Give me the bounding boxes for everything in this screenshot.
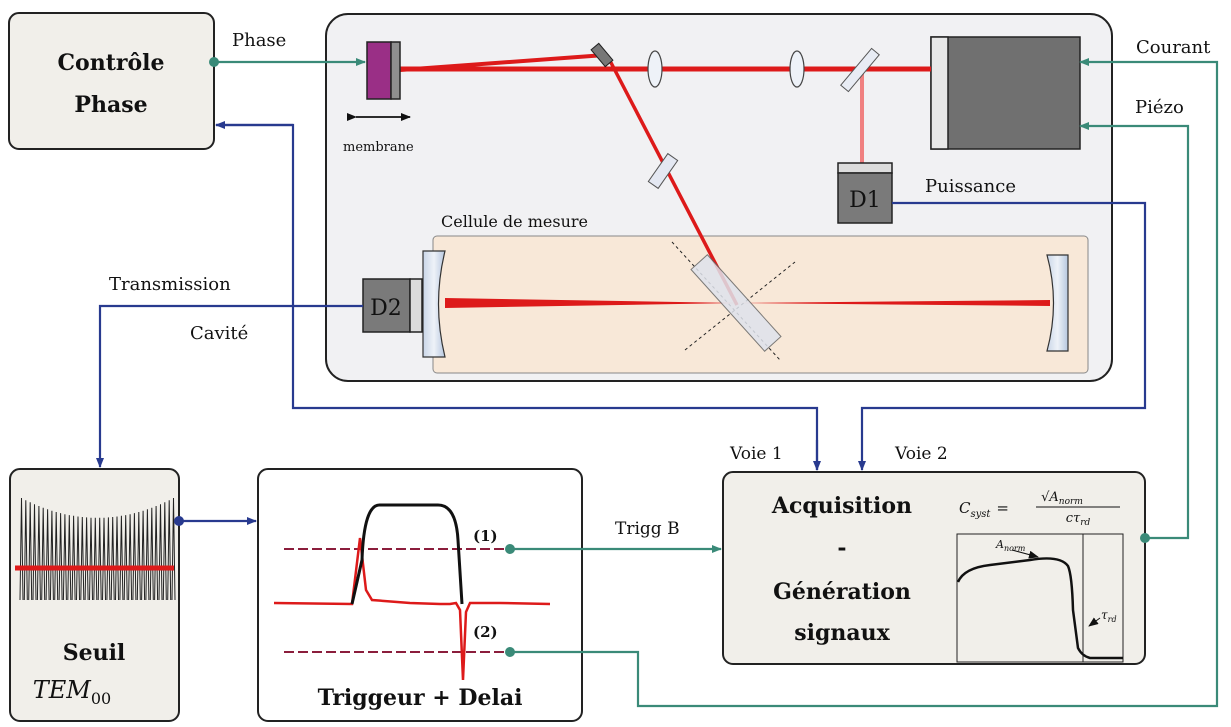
trigg-b-label: Trigg B (615, 519, 680, 539)
control-phase-box (8, 12, 215, 150)
ringdown-anorm-label: Anorm (995, 538, 1026, 553)
trigger-title: Triggeur + Delai (318, 685, 523, 711)
cavity-mirror-right (1046, 254, 1069, 352)
detector-d2-window (409, 278, 423, 333)
svg-text:√Anorm: √Anorm (1041, 490, 1083, 507)
ringdown-tau-arrow (1088, 617, 1101, 627)
detector-d1-window (837, 162, 893, 174)
ringdown-plot (956, 533, 1124, 663)
measurement-cell-label: Cellule de mesure (441, 212, 588, 231)
ringdown-anorm-arrow (1011, 549, 1039, 559)
trigger-black-pulse (350, 503, 464, 605)
voie2-label: Voie 2 (894, 444, 948, 464)
lens-1 (647, 50, 663, 88)
membrane-mirror (366, 41, 392, 100)
detector-d2-label: D2 (370, 296, 402, 321)
trigger-out2-node (505, 647, 515, 657)
voie1-label: Voie 1 (729, 444, 783, 464)
detector-d2 (362, 278, 411, 333)
csyst-formula: Csyst= √Anorm cτrd (959, 490, 1120, 528)
laser-source (930, 36, 1081, 150)
puissance-line (858, 201, 1147, 471)
phase-label: Phase (232, 30, 286, 51)
seuil-mode: TEM00 (33, 676, 111, 708)
ringdown-tau-label: τrd (1101, 608, 1117, 624)
control-phase-title-1: Contrôle (58, 50, 165, 76)
acquisition-line-4: signaux (794, 620, 890, 646)
detector-d1-label: D1 (849, 188, 881, 213)
control-phase-title-2: Phase (74, 92, 147, 118)
courant-label: Courant (1136, 37, 1211, 58)
svg-text:Csyst=: Csyst= (959, 499, 1009, 520)
steering-mirror (590, 42, 614, 68)
transmission-label: Transmission (109, 274, 231, 295)
cavite-label: Cavité (190, 323, 248, 344)
puissance-label: Puissance (925, 176, 1016, 197)
trigger-out2-label: (2) (473, 623, 498, 641)
membrane-mirror-backing (390, 41, 401, 100)
acquisition-line-2: - (837, 535, 846, 561)
trigger-out1-label: (1) (473, 527, 498, 545)
diagonal-splitter (647, 152, 679, 190)
piezo-label: Piézo (1135, 97, 1184, 118)
ringdown-trace (956, 557, 1123, 660)
beam-splitter (840, 47, 880, 93)
transmission-line (96, 304, 363, 468)
cavity-mirror-left (422, 250, 446, 358)
piezo-line (1079, 122, 1190, 540)
lens-2 (789, 50, 805, 88)
intracavity-plate (690, 254, 782, 352)
svg-text:cτrd: cτrd (1066, 511, 1091, 528)
acquisition-line-1: Acquisition (771, 493, 912, 519)
seuil-title: Seuil (63, 640, 126, 666)
laser-source-facet (930, 36, 949, 150)
membrane-label: membrane (343, 140, 414, 155)
trigger-box (257, 468, 583, 722)
detector-d1 (837, 172, 893, 224)
acquisition-line-3: Génération (773, 579, 911, 605)
seuil-signal-trace (19, 497, 176, 601)
courant-line (510, 58, 1219, 708)
